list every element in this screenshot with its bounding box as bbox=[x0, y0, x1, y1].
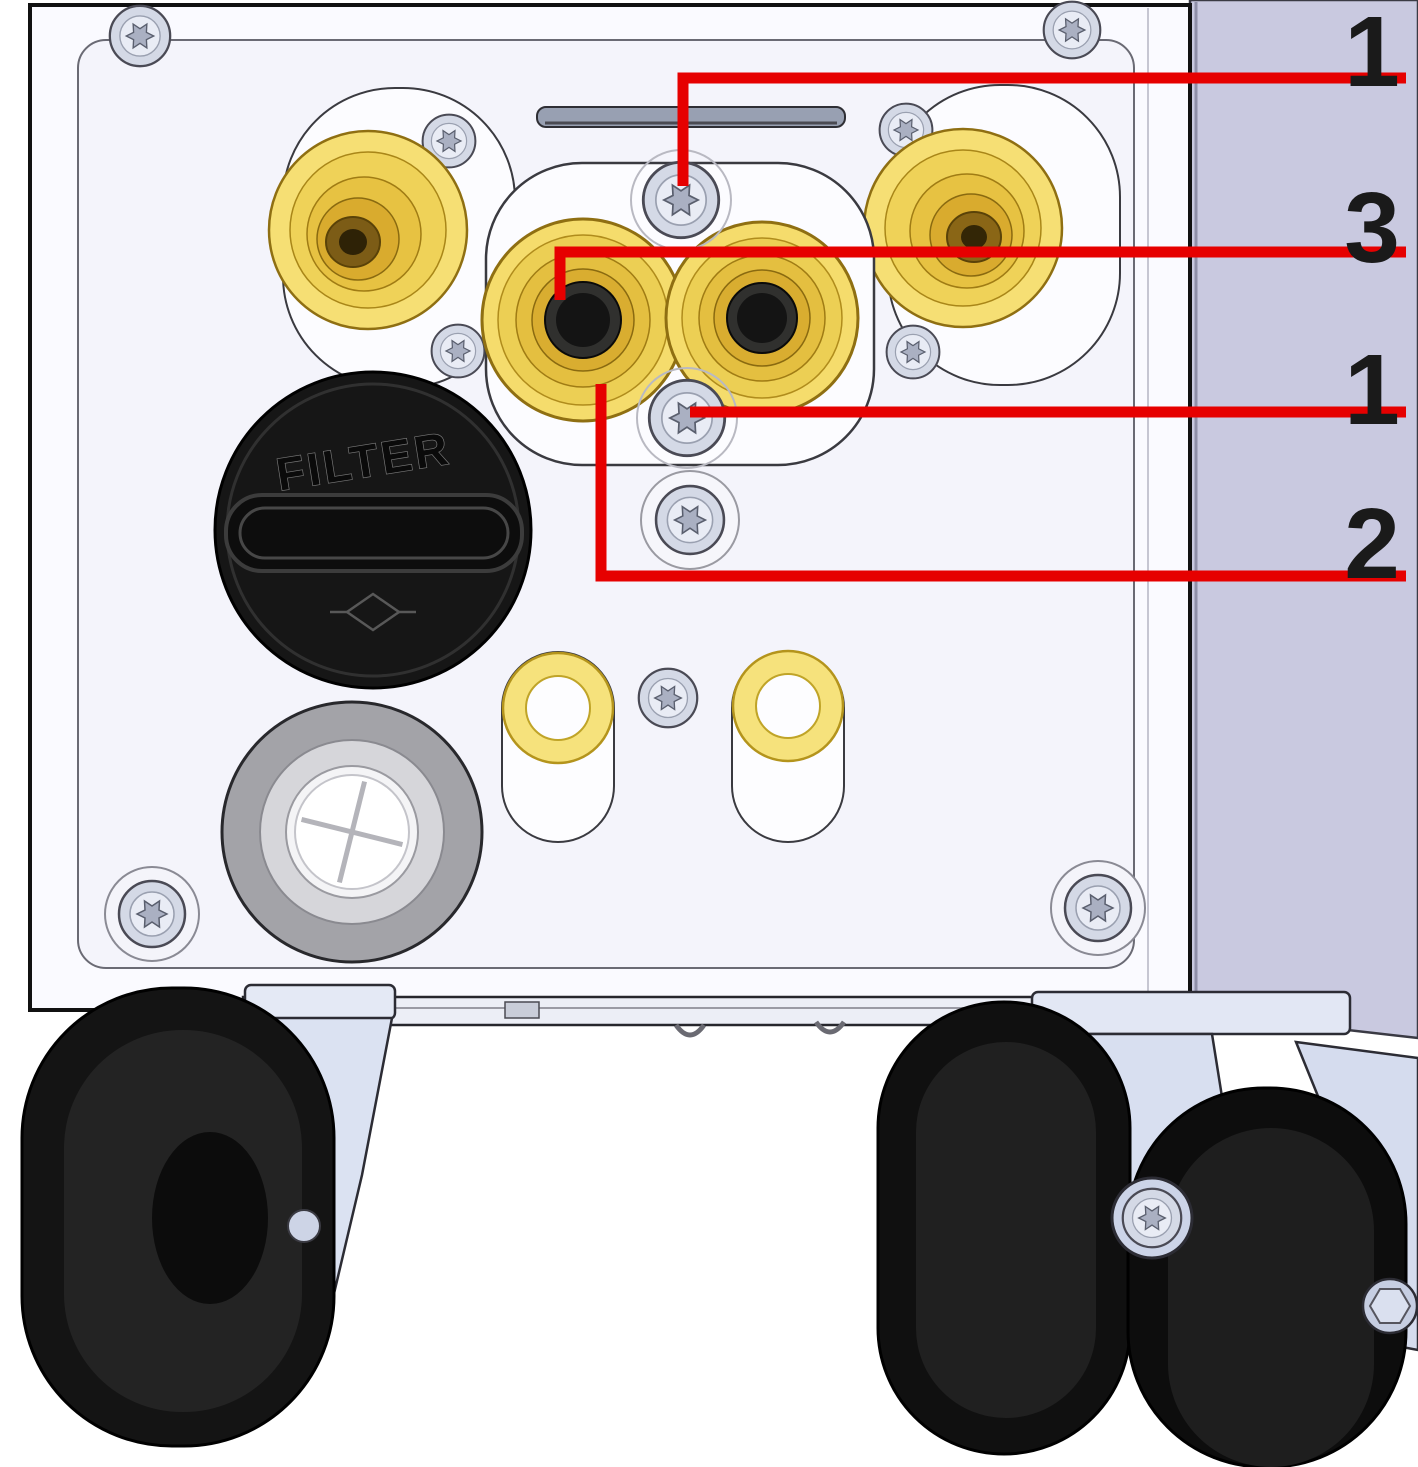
bushing-right bbox=[731, 649, 845, 843]
bushing-left bbox=[501, 651, 615, 843]
central-connector-plate bbox=[480, 149, 876, 469]
corner-screw-top-right-icon bbox=[1042, 0, 1102, 60]
plate-screw-icon bbox=[885, 324, 941, 380]
callout-label-2: 2 bbox=[1344, 488, 1400, 600]
callout-line-2 bbox=[595, 384, 1406, 582]
corner-screw-bottom-right-icon bbox=[1063, 873, 1133, 943]
brass-connector-right bbox=[862, 84, 1121, 386]
callout-label-1-top: 1 bbox=[1344, 0, 1400, 108]
filter-cap-handle bbox=[224, 493, 524, 573]
panel-screw-lower-icon bbox=[654, 484, 726, 556]
grommet-cross bbox=[300, 780, 404, 884]
bottom-center-screw-icon bbox=[637, 667, 699, 729]
plate-screw-bottom-icon bbox=[647, 378, 727, 458]
filter-cap: FILTER bbox=[213, 370, 533, 690]
brake-nut-icon bbox=[1368, 1288, 1412, 1324]
corner-screw-top-left-icon bbox=[108, 4, 172, 68]
corner-screw-bottom-left-icon bbox=[117, 879, 187, 949]
callout-lines bbox=[554, 72, 1406, 582]
caster-left bbox=[20, 983, 397, 1448]
callout-label-1-mid: 1 bbox=[1344, 334, 1400, 446]
grommet bbox=[220, 700, 484, 964]
callout-line-1-top bbox=[677, 72, 1406, 186]
coolant-connector-right bbox=[664, 220, 860, 416]
axle-bolt-icon bbox=[1121, 1187, 1183, 1249]
callout-line-3 bbox=[554, 246, 1406, 300]
panel-screw-lower bbox=[640, 470, 740, 570]
callout-labels: 1 3 1 2 bbox=[1344, 0, 1400, 600]
coolant-connector-left bbox=[480, 217, 686, 423]
plate-screw-icon bbox=[430, 323, 486, 379]
callout-label-3: 3 bbox=[1344, 172, 1400, 284]
caster-right bbox=[876, 990, 1418, 1467]
filter-symbol-icon bbox=[344, 592, 402, 632]
brass-connector-left bbox=[267, 87, 516, 389]
corner-screws bbox=[104, 0, 1146, 962]
